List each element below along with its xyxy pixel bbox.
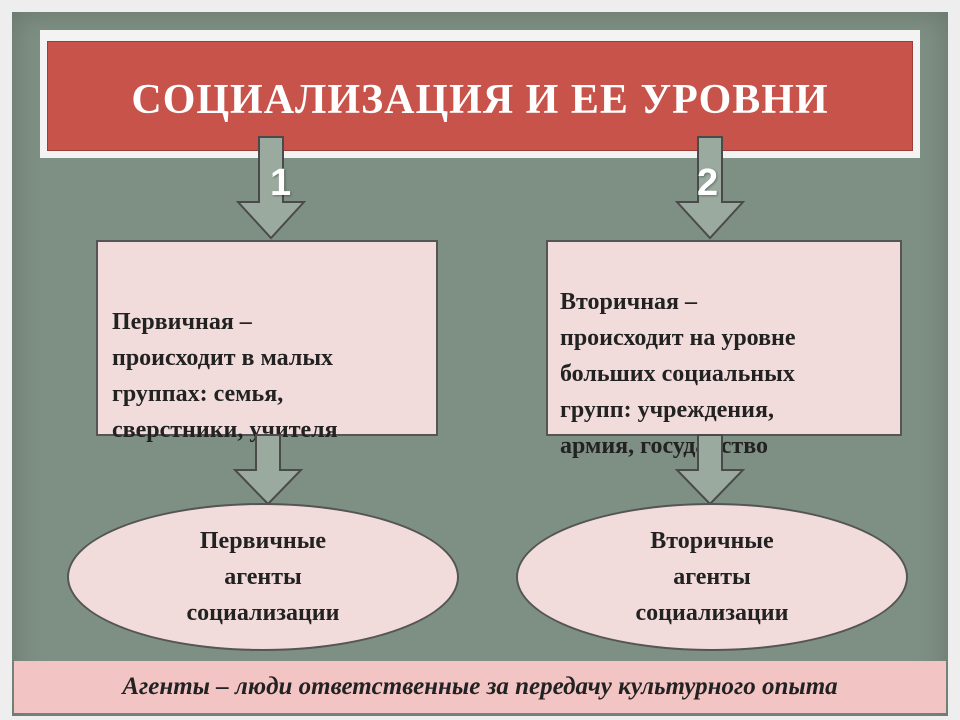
secondary-socialization-box: Вторичная – происходит на уровне больших…: [546, 240, 902, 459]
secondary-agents-ellipse: Вторичные агенты социализации: [516, 503, 908, 651]
down-arrow-icon: [675, 434, 745, 506]
secondary-agents-text: Вторичные агенты социализации: [635, 528, 789, 626]
level-2-number: 2: [697, 162, 719, 204]
secondary-socialization-text: Вторичная – происходит на уровне больших…: [560, 289, 796, 459]
primary-agents-text: Первичные агенты социализации: [186, 528, 340, 626]
title-bar: СОЦИАЛИЗАЦИЯ И ЕЕ УРОВНИ: [47, 41, 913, 151]
down-arrow-icon: [675, 136, 745, 240]
down-arrow-icon: [236, 136, 306, 240]
slide-title: СОЦИАЛИЗАЦИЯ И ЕЕ УРОВНИ: [131, 77, 829, 123]
primary-socialization-text: Первичная – происходит в малых группах: …: [112, 309, 338, 443]
primary-agents-ellipse: Первичные агенты социализации: [67, 503, 459, 651]
level-1-number: 1: [270, 162, 292, 204]
primary-socialization-box: Первичная – происходит в малых группах: …: [96, 240, 438, 443]
down-arrow-icon: [233, 434, 303, 506]
agents-definition-banner: Агенты – люди ответственные за передачу …: [14, 661, 946, 713]
agents-definition-text: Агенты – люди ответственные за передачу …: [122, 673, 838, 700]
